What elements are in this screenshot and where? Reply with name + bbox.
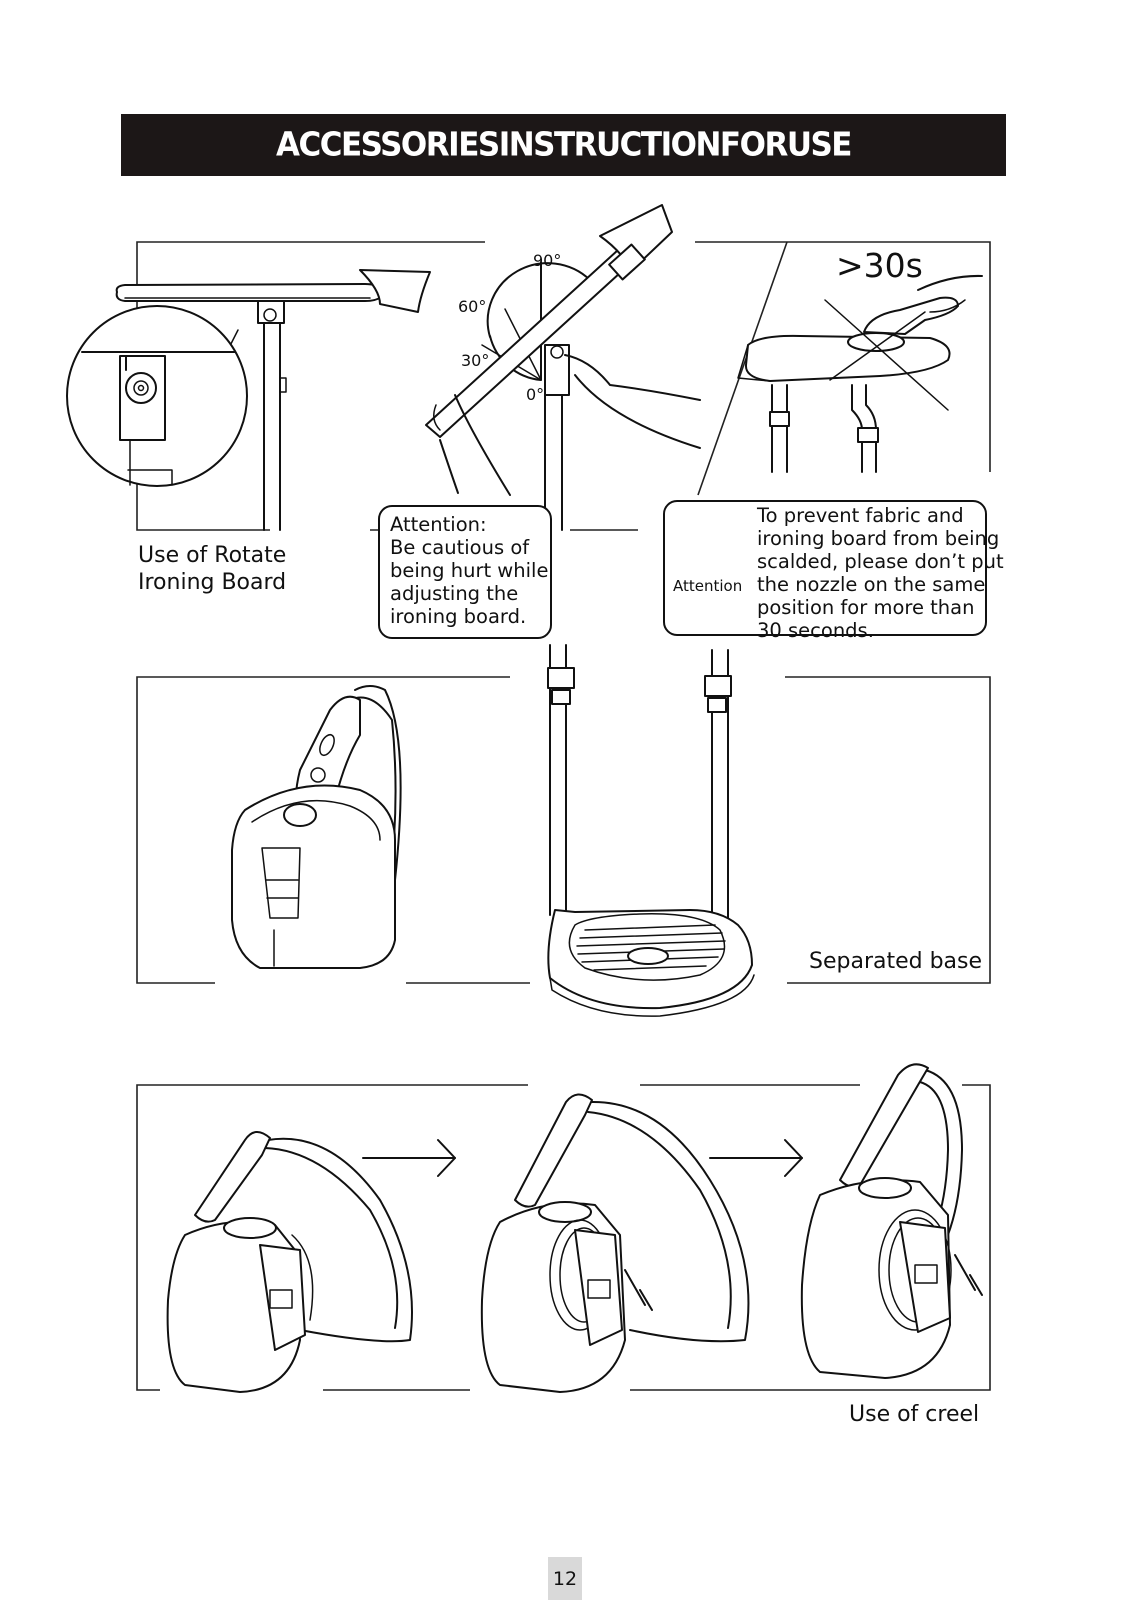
frame-separated-base — [136, 676, 991, 984]
magnifier-detail — [66, 305, 248, 487]
creel-step-1 — [166, 1131, 413, 1393]
separated-base-caption: Separated base — [809, 949, 983, 974]
frame-nozzle-warning — [695, 241, 991, 496]
board-with-nozzle — [737, 274, 983, 473]
rotate-board-caption: Use of Rotate Ironing Board — [138, 543, 287, 595]
time-limit-label: >30s — [836, 246, 923, 285]
section-title: ACCESSORIESINSTRUCTIONFORUSE — [276, 126, 853, 164]
warning-icon-label: Attention — [673, 577, 743, 595]
creel-step-2 — [480, 1093, 750, 1393]
caution-callout: Attention: Be cautious of being hurt whi… — [378, 505, 552, 639]
tilted-ironing-board — [425, 204, 701, 531]
arrow-step-2 — [709, 1139, 803, 1177]
separated-base-stand — [547, 644, 755, 1017]
steamer-unit-with-handle — [231, 685, 402, 969]
nozzle-warning-callout: Attention To prevent fabric and ironing … — [663, 500, 1004, 642]
warning-text: To prevent fabric and ironing board from… — [757, 504, 1004, 642]
angle-label-30: 30° — [461, 351, 490, 370]
arrow-step-1 — [362, 1139, 456, 1177]
flat-ironing-board — [115, 269, 431, 531]
section-title-bar: ACCESSORIESINSTRUCTIONFORUSE — [121, 114, 1006, 176]
angle-label-90: 90° — [533, 251, 562, 270]
angle-label-0: 0° — [526, 385, 545, 404]
frame-creel — [136, 1084, 991, 1391]
creel-step-3 — [800, 1063, 983, 1379]
page-number: 12 — [548, 1557, 582, 1600]
creel-caption: Use of creel — [849, 1402, 980, 1427]
angle-label-60: 60° — [458, 297, 487, 316]
